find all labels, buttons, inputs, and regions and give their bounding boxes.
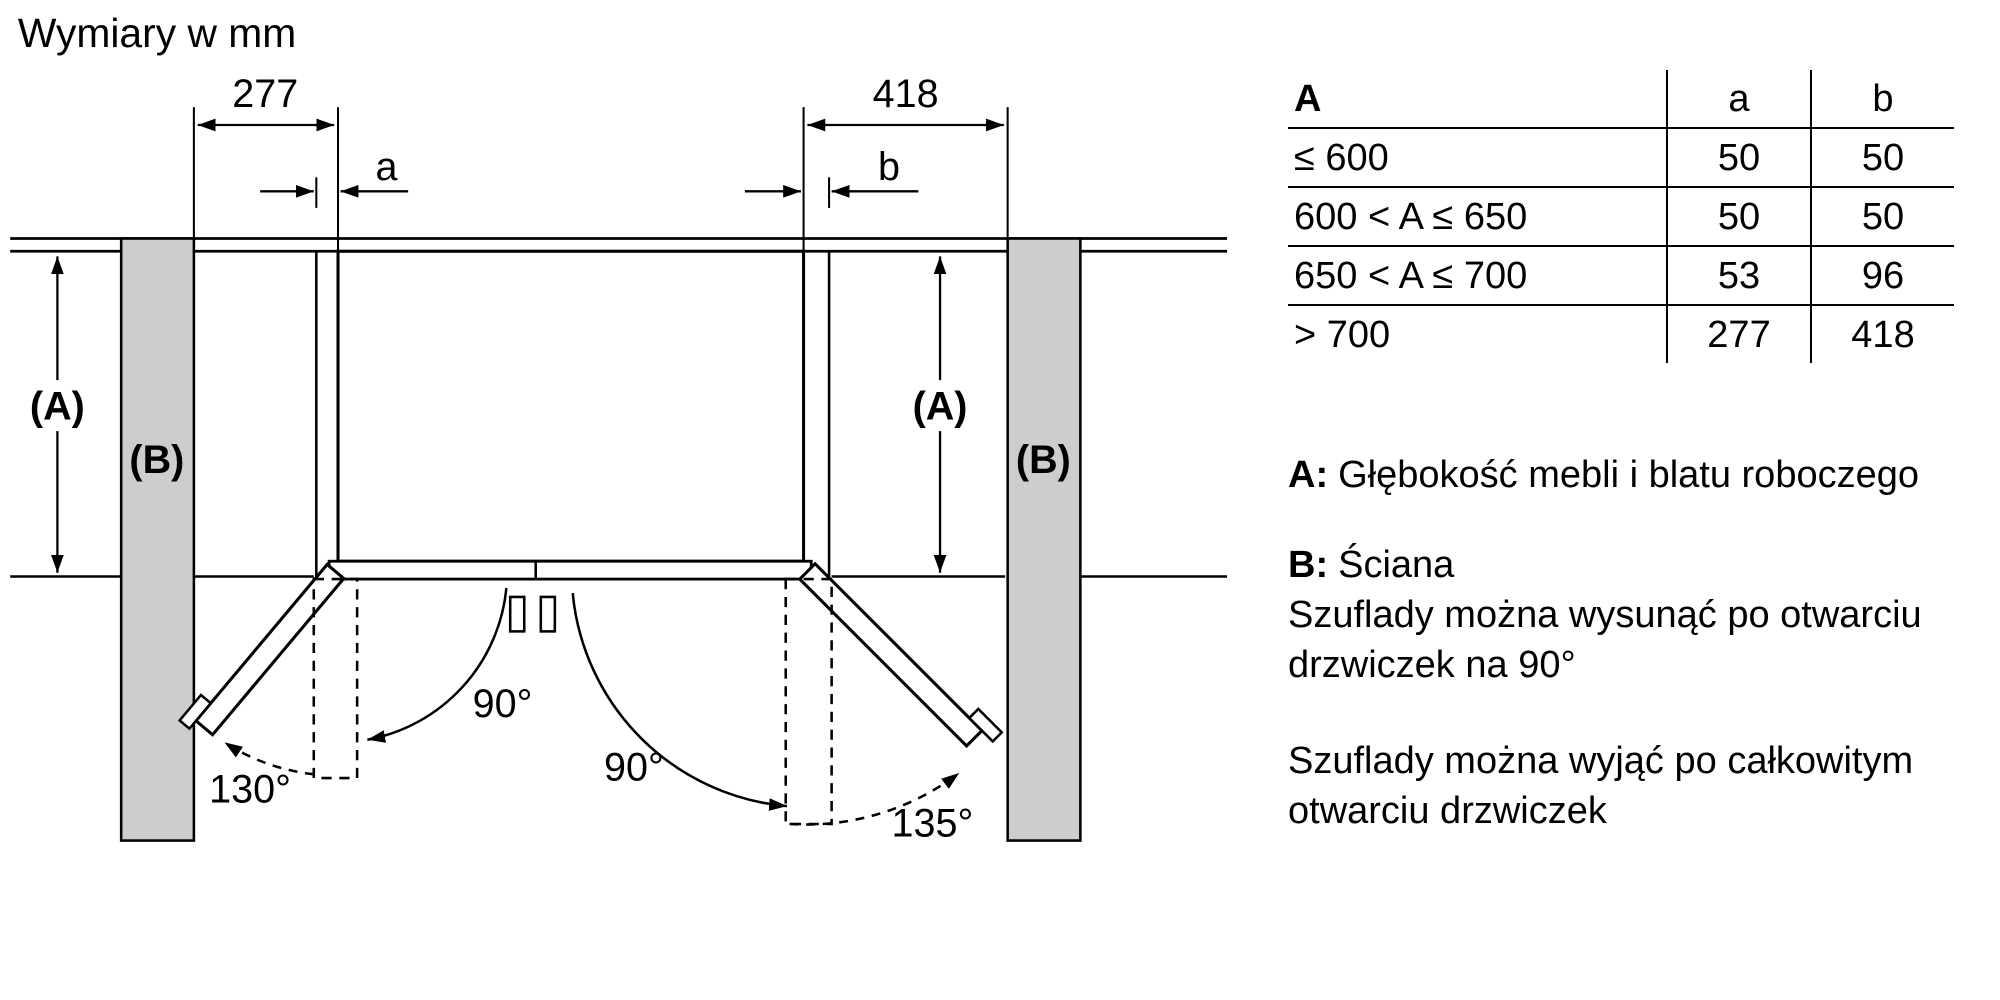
appliance-body [336, 249, 806, 563]
wall-label-right: (B) [1016, 438, 1071, 482]
table-cell-b: 96 [1810, 246, 1954, 306]
table-header-A: A [1288, 70, 1667, 129]
page-title: Wymiary w mm [18, 10, 296, 56]
table-cell-a: 277 [1666, 305, 1811, 363]
table-cell-a: 50 [1666, 187, 1811, 247]
depth-label-right: (A) [913, 385, 968, 429]
table-cell-b: 418 [1810, 305, 1954, 363]
table-cell-range: ≤ 600 [1288, 128, 1667, 188]
dimension-extension-lines [192, 107, 1009, 252]
arc-left-130 [223, 741, 314, 776]
gap-a-label: a [375, 145, 397, 189]
wall-label-left: (B) [129, 438, 184, 482]
depth-label-left: (A) [30, 385, 85, 429]
gap-b-label: b [878, 145, 900, 189]
installation-diagram: Wymiary w mm [10, 10, 1228, 846]
table-header-b: b [1810, 70, 1954, 129]
table-cell-a: 50 [1666, 128, 1811, 188]
legend-text-B: Ściana [1338, 544, 1455, 586]
door-left-90-dashed [312, 577, 359, 780]
angle-90-right-label: 90° [604, 746, 664, 790]
table-cell-b: 50 [1810, 187, 1954, 247]
table-row: ≤ 600 50 50 [1288, 128, 1954, 188]
legend-item-A: A:Głębokość mebli i blatu roboczego [1288, 450, 1928, 500]
foot-left [508, 595, 526, 633]
legend-item-B: B:Ściana Szuflady można wysunąć po otwar… [1288, 540, 1928, 690]
foot-right [539, 595, 557, 633]
legend: A:Głębokość mebli i blatu roboczego B:Śc… [1288, 450, 1928, 836]
table-cell-b: 50 [1810, 128, 1954, 188]
table-cell-range: 600 < A ≤ 650 [1288, 187, 1667, 247]
legend-note-open: Szuflady można wysunąć po otwarciu drzwi… [1288, 594, 1922, 686]
arc-right-90 [571, 592, 788, 811]
wall-right [1006, 237, 1082, 842]
dimension-arrows [51, 118, 1004, 573]
table-row: > 700 277 418 [1288, 305, 1954, 363]
table-cell-a: 53 [1666, 246, 1811, 306]
legend-key-A: A: [1288, 454, 1329, 496]
angle-90-left-label: 90° [473, 682, 533, 726]
dim-277-label: 277 [232, 72, 298, 116]
table-cell-range: 650 < A ≤ 700 [1288, 246, 1667, 306]
door-right-handle [967, 707, 1004, 744]
dimensions-table: A a b ≤ 600 50 50 600 < A ≤ 650 50 50 65… [1288, 70, 1954, 363]
furniture-edges [315, 251, 831, 577]
angle-130-label: 130° [209, 767, 291, 811]
legend-key-B: B: [1288, 544, 1329, 586]
table-cell-range: > 700 [1294, 313, 1391, 356]
table-row: 600 < A ≤ 650 50 50 [1288, 187, 1954, 247]
arc-right-135 [789, 771, 960, 826]
door-right-90-dashed [784, 577, 833, 826]
arc-left-90 [367, 587, 508, 743]
table-row: 650 < A ≤ 700 53 96 [1288, 246, 1954, 306]
wall-left [119, 237, 196, 842]
legend-line-B: B:Ściana [1288, 540, 1928, 590]
angle-135-label: 135° [892, 802, 974, 846]
dim-418-label: 418 [873, 72, 939, 116]
appliance-front-frame [327, 559, 813, 581]
table-header-a: a [1666, 70, 1811, 129]
legend-text-A: Głębokość mebli i blatu roboczego [1338, 454, 1919, 496]
table-header-row: A a b [1288, 70, 1954, 129]
door-left-open [177, 562, 346, 737]
door-left-handle [177, 693, 213, 731]
door-right-open [797, 561, 1004, 749]
legend-note-remove: Szuflady można wyjąć po całkowitym otwar… [1288, 740, 1914, 832]
